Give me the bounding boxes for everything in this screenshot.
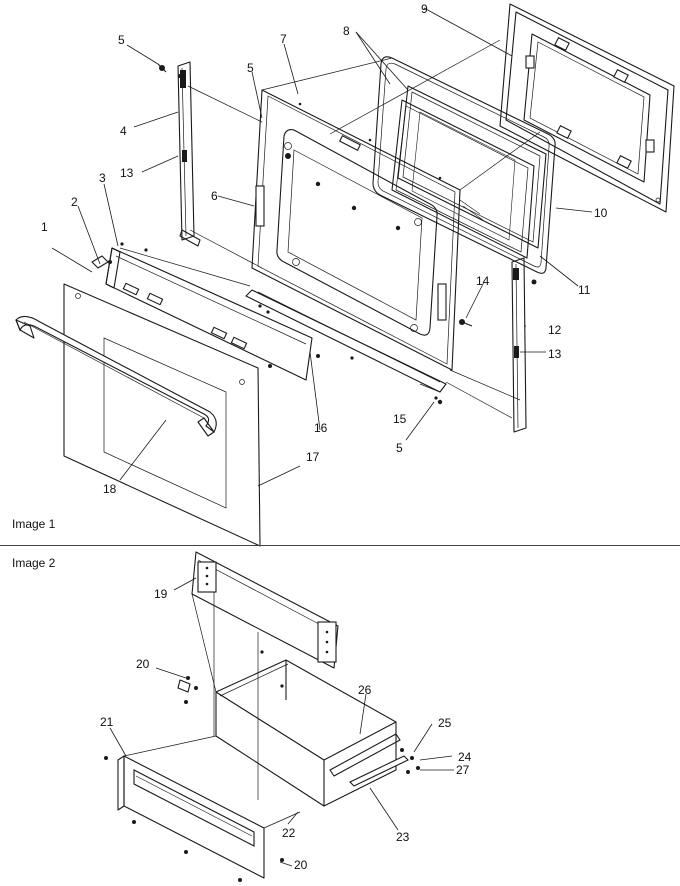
callout-17: 17 [306,450,320,464]
hardware-screws [120,63,537,405]
callout-27: 27 [456,763,470,777]
assembly-lines-2 [123,592,301,829]
callout-8: 8 [343,24,350,38]
part-17-outer-panel [63,283,261,547]
part-12-hinge-right [511,257,527,433]
callout-7: 7 [280,32,287,46]
part-19-back-panel [191,551,339,669]
callout-26: 26 [358,683,372,697]
callout-5a: 5 [118,33,125,47]
leader-lines-2 [109,577,454,867]
leader-lines-1 [51,7,593,487]
callout-4: 4 [120,124,127,138]
callout-6: 6 [211,189,218,203]
callout-20b: 20 [294,858,308,872]
drawer-hardware [104,676,420,882]
callout-11: 11 [578,283,591,297]
assembly-lines [119,39,541,419]
callout-1: 1 [41,220,48,234]
callout-13b: 13 [548,347,562,361]
callout-12: 12 [548,323,562,337]
part-3-top-trim [105,247,313,381]
part-8-11-glass [391,85,547,259]
callout-13a: 13 [120,166,134,180]
callout-9: 9 [421,2,428,16]
part-15-channel [245,289,447,393]
callout-25: 25 [438,716,452,730]
figure-caption-2: Image 2 [12,556,56,570]
part-23-slide-rail [349,755,409,787]
callout-22: 22 [282,826,296,840]
image-2-drawer: 19 20 20 21 22 23 24 25 26 27 Image 2 [12,551,472,882]
callout-2: 2 [71,195,78,209]
callout-24: 24 [458,750,472,764]
callout-16: 16 [314,421,328,435]
drawer-box [215,650,397,807]
part-18-handle [15,315,217,437]
callout-23: 23 [396,830,410,844]
callout-20a: 20 [136,657,150,671]
callout-15: 15 [393,412,407,426]
callout-3: 3 [99,171,106,185]
part-4-hinge-left [177,61,201,247]
callout-5c: 5 [396,441,403,455]
figure-caption-1: Image 1 [12,517,56,531]
part-2-bracket [91,255,109,269]
image-1-oven-door: 1 2 3 4 5 5 5 6 7 8 9 10 11 12 13 13 14 … [12,2,675,547]
callout-19: 19 [154,587,168,601]
callout-18: 18 [103,482,117,496]
callout-14: 14 [476,274,490,288]
part-7-inner-panel [251,89,461,371]
callout-21: 21 [100,715,114,729]
part-9-outer-frame [499,3,675,213]
callout-5b: 5 [247,61,254,75]
callout-10: 10 [594,206,608,220]
part-21-drawer-front [117,755,265,879]
